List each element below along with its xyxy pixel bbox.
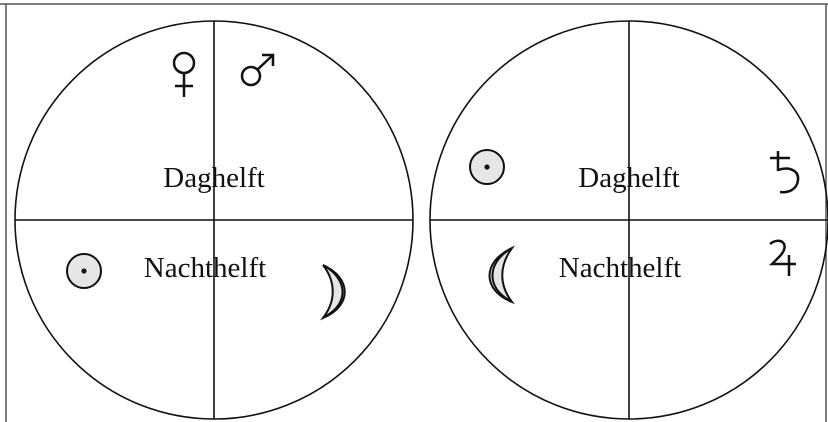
left-day-label: Daghelft [163,162,264,194]
sun-icon [66,253,102,289]
moon-icon [488,245,516,305]
left-night-label: Nachthelft [144,252,266,284]
right-diagram: Daghelft Nachthelft [429,20,828,420]
venus-icon [172,51,196,97]
jupiter-icon [768,239,796,276]
sun-icon [469,149,505,185]
moon-icon [319,264,346,321]
left-diagram: Daghelft Nachthelft [14,20,414,420]
right-night-label: Nachthelft [559,252,681,284]
mars-icon [240,53,275,87]
saturn-icon [770,151,800,194]
right-day-label: Daghelft [578,162,679,194]
